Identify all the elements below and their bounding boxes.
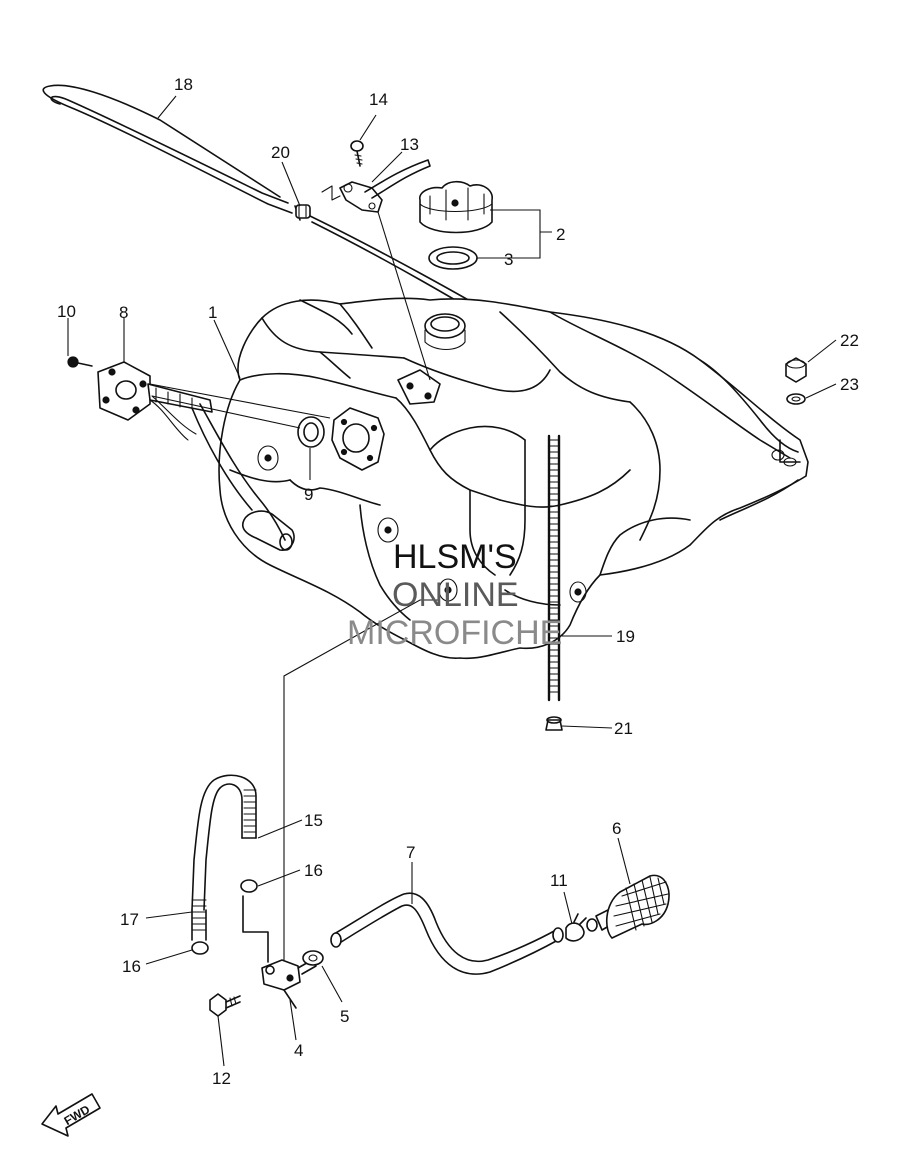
- plug-21: [545, 716, 563, 731]
- corrugated-tube-19: [547, 434, 561, 702]
- callout-22: 22: [840, 331, 859, 350]
- nut-22: [785, 357, 807, 383]
- fuel-pipe-7: [330, 892, 564, 975]
- callout-11: 11: [550, 871, 568, 890]
- callout-18: 18: [174, 75, 193, 94]
- watermark-line-1: HLSM'S: [393, 538, 517, 576]
- fuel-hose-15: [191, 774, 257, 911]
- clip-16-upper: [240, 879, 269, 963]
- fuel-cap-2: [419, 180, 493, 234]
- callout-7: 7: [406, 843, 415, 862]
- breather-hose-18: [42, 84, 301, 221]
- callout-16-upper: 16: [304, 861, 323, 880]
- callout-17: 17: [120, 910, 139, 929]
- callout-8: 8: [119, 303, 128, 322]
- callout-2: 2: [556, 225, 565, 244]
- callout-3: 3: [504, 250, 513, 269]
- callout-9: 9: [304, 485, 313, 504]
- fuel-sender-8: [97, 361, 286, 541]
- callout-14: 14: [369, 90, 388, 109]
- callout-23: 23: [840, 375, 859, 394]
- washer-23: [786, 393, 806, 405]
- gasket-3: [428, 246, 478, 270]
- fuel-filter-6: [586, 874, 670, 939]
- fuel-tank-1: [218, 297, 809, 660]
- callout-15: 15: [304, 811, 323, 830]
- callout-13: 13: [400, 135, 419, 154]
- callout-5: 5: [340, 1007, 349, 1026]
- leader-lines: [67, 95, 837, 1067]
- callout-10: 10: [57, 302, 76, 321]
- callout-19: 19: [616, 627, 635, 646]
- watermark-line-2: ONLINE: [392, 576, 519, 614]
- sleeve-5: [302, 950, 324, 966]
- callout-4: 4: [294, 1041, 303, 1060]
- fuel-cock-4: [261, 959, 317, 1009]
- screw-10: [67, 356, 93, 368]
- grommet-9: [297, 416, 325, 448]
- bolt-12: [209, 993, 241, 1017]
- clip-20: [295, 204, 311, 219]
- callout-12: 12: [212, 1069, 231, 1088]
- callout-1: 1: [208, 303, 217, 322]
- bolt-14: [350, 140, 364, 167]
- callout-numbers: 1 2 3 4 5 6 7 8 9 10 11 12 13 14 15 16 1…: [57, 75, 859, 1088]
- forward-direction-arrow: FWD: [41, 1093, 101, 1137]
- watermark-line-3: MICROFICHE: [347, 614, 563, 652]
- callout-21: 21: [614, 719, 633, 738]
- callout-20: 20: [271, 143, 290, 162]
- callout-6: 6: [612, 819, 621, 838]
- clip-11: [565, 913, 587, 942]
- clip-16-lower: [191, 941, 209, 955]
- breather-fitting-13: [321, 159, 431, 213]
- fuel-hose-17: [191, 899, 207, 941]
- callout-16-lower: 16: [122, 957, 141, 976]
